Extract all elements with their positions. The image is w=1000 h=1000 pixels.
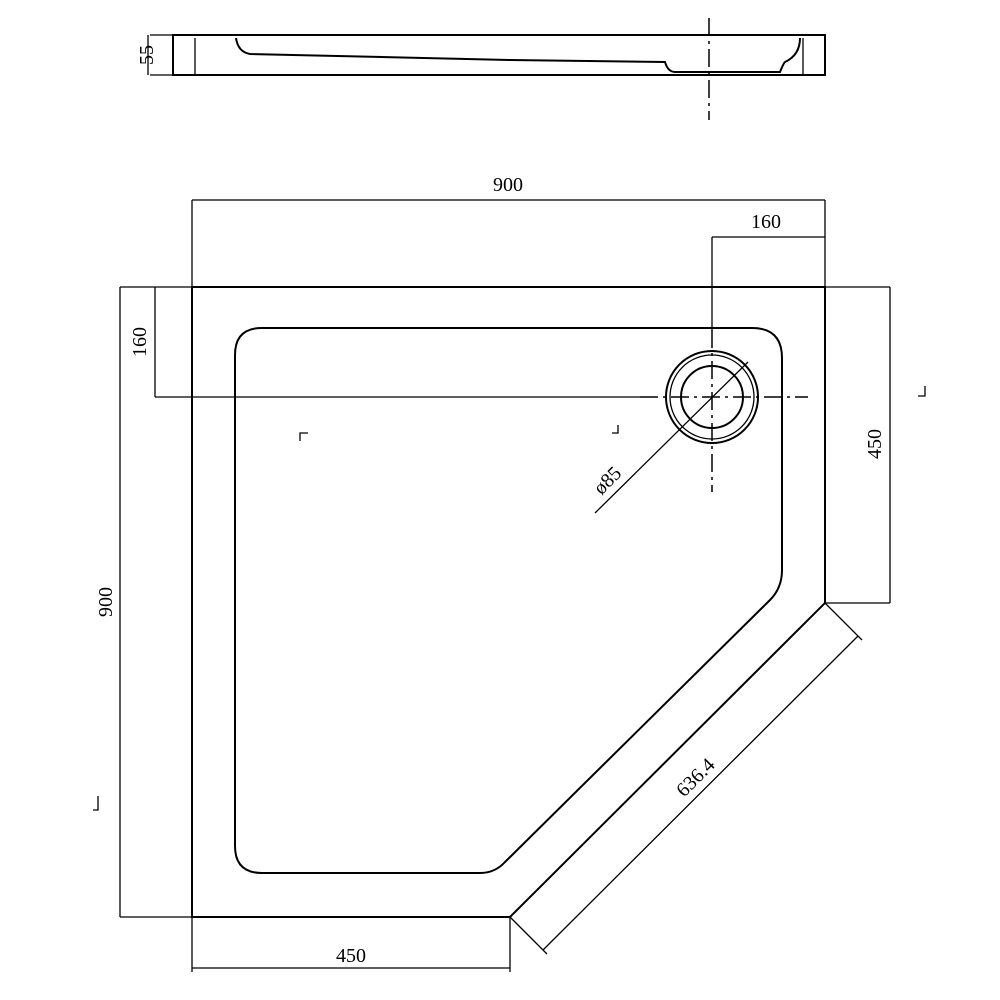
dim-depth-left: 900 bbox=[95, 587, 117, 617]
dim-width-top: 900 bbox=[493, 174, 523, 196]
plan-view: ø85 900 160 900 160 450 450 bbox=[93, 174, 926, 972]
dim-height: 55 bbox=[136, 45, 158, 65]
basin-outline bbox=[234, 327, 783, 874]
dim-diagonal: 636.4 bbox=[672, 754, 719, 801]
drain: ø85 bbox=[589, 330, 808, 514]
side-profile: 55 bbox=[136, 18, 826, 120]
dim-bottom-side: 450 bbox=[336, 945, 366, 967]
dim-drain-offset-x: 160 bbox=[751, 211, 781, 233]
profile-basin bbox=[235, 37, 801, 73]
dim-drain-diameter: ø85 bbox=[589, 462, 626, 499]
tray-outline bbox=[191, 286, 826, 918]
profile-outline bbox=[172, 34, 826, 76]
dim-right-side: 450 bbox=[864, 429, 886, 459]
dim-drain-offset-y: 160 bbox=[129, 327, 151, 357]
